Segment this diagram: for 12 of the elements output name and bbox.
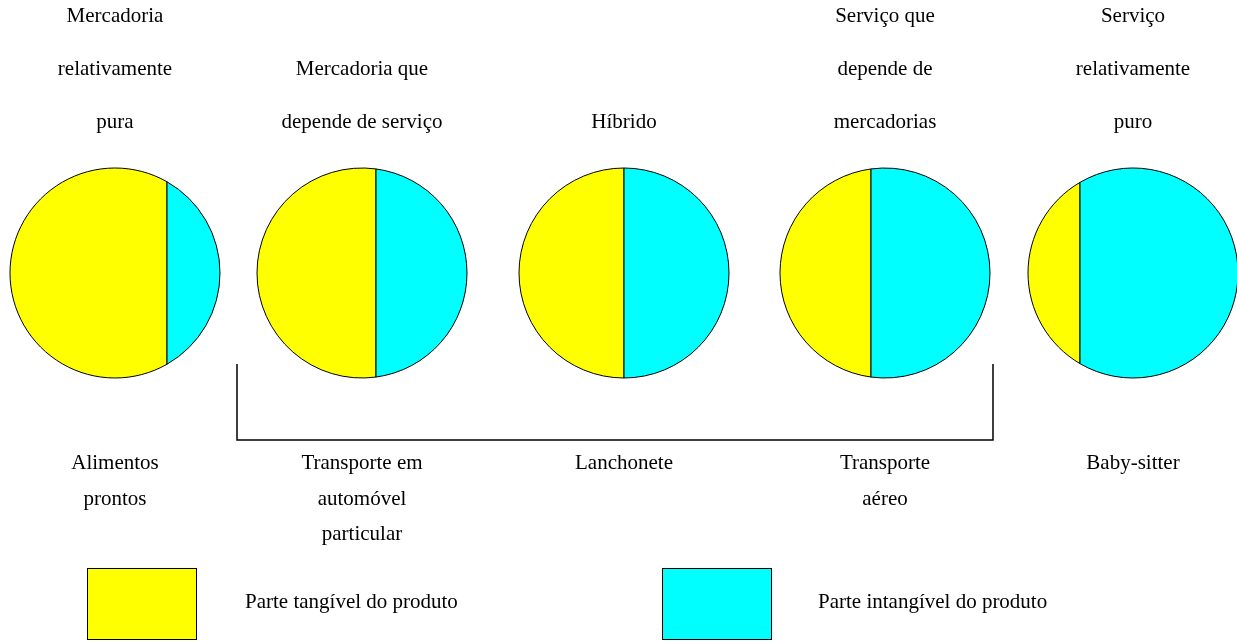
example-label: Transporte aéreo bbox=[838, 449, 932, 512]
example-label: Transporte em automóvel particular bbox=[300, 449, 424, 548]
circle-heading: Mercadoria relativamente pura bbox=[56, 2, 174, 135]
example-label: Lanchonete bbox=[575, 449, 673, 476]
example-label: Baby-sitter bbox=[1086, 449, 1180, 476]
legend-label: Parte intangível do produto bbox=[818, 589, 1048, 614]
circle-heading: Híbrido bbox=[591, 108, 657, 135]
circle-heading: Serviço relativamente puro bbox=[1074, 2, 1192, 135]
circle-heading: Serviço que depende de mercadorias bbox=[832, 2, 938, 135]
legend-label: Parte tangível do produto bbox=[245, 589, 458, 614]
example-label: Alimentos prontos bbox=[70, 449, 160, 512]
circle-heading: Mercadoria que depende de serviço bbox=[280, 55, 444, 135]
